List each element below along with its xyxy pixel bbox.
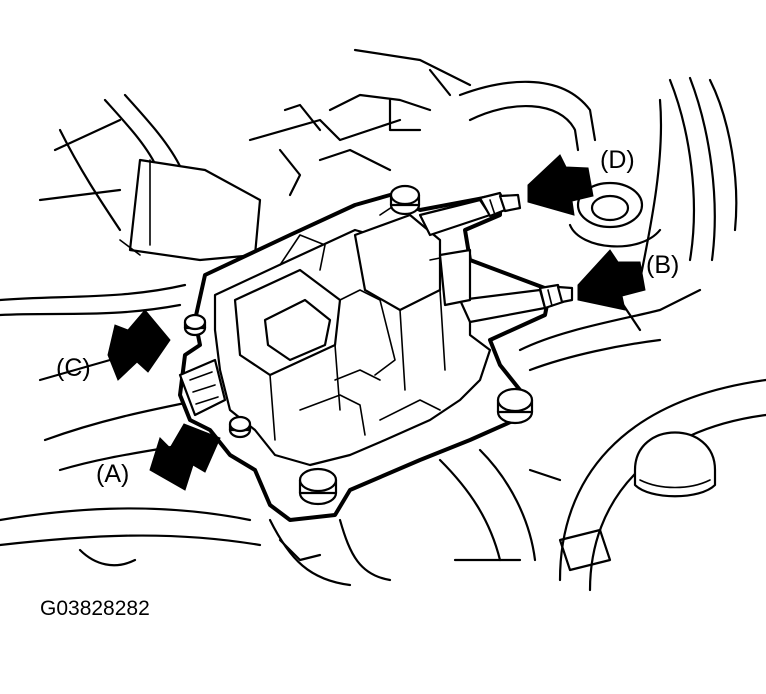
ignition-coil-body (178, 204, 492, 467)
pin-c (183, 313, 207, 337)
engine-background-lines (0, 48, 766, 592)
callout-label-a: (A) (96, 460, 129, 488)
arrow-c-icon (107, 309, 171, 381)
plug-leads (418, 191, 574, 324)
callout-label-c: (C) (56, 354, 91, 382)
callout-labels: (A) (B) (C) (D) (56, 146, 679, 488)
callout-label-b: (B) (646, 251, 679, 279)
bolt-right (496, 387, 534, 425)
arrow-d-icon (527, 154, 594, 216)
arrow-a-icon (149, 423, 221, 491)
arrow-b-icon (577, 249, 646, 311)
figure-id: G03828282 (40, 597, 150, 620)
callout-arrows (107, 154, 646, 491)
pin-a (228, 415, 252, 439)
callout-label-d: (D) (600, 146, 635, 174)
mounting-bolts (183, 184, 534, 506)
bolt-bottom (298, 467, 338, 506)
bolt-top (389, 184, 421, 216)
